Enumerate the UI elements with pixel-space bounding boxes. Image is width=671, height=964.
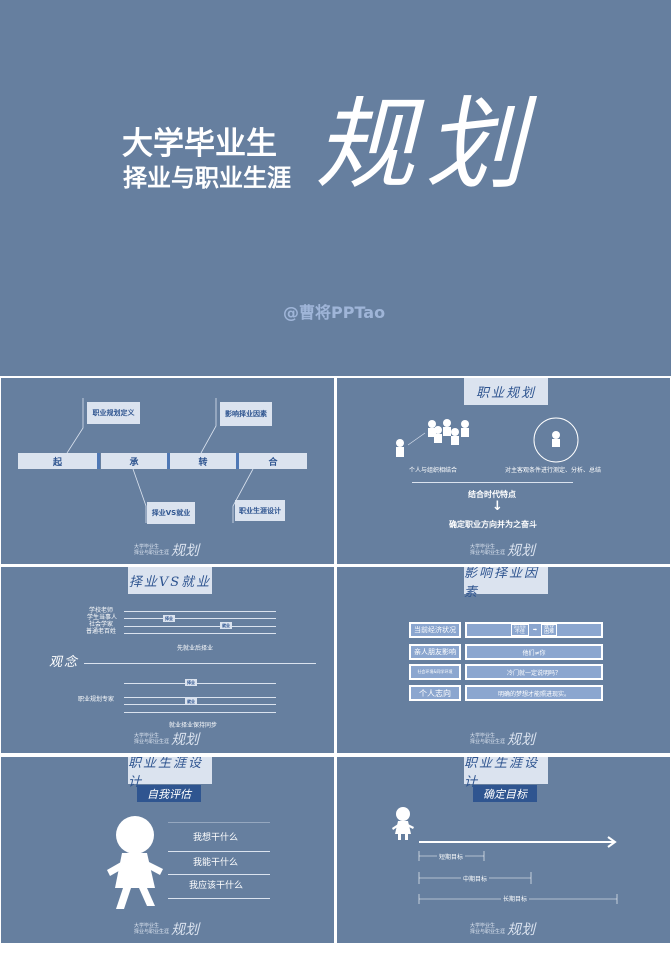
watermark: 大学毕业生择业与职业生涯规划 (134, 732, 200, 748)
person-label: 社会学家 (89, 621, 114, 628)
caption2: 就业择业保持同步 (169, 722, 218, 729)
watermark: 大学毕业生择业与职业生涯规划 (134, 543, 200, 559)
factor-society: 社会环境&同学环境 (409, 664, 461, 680)
cover-title-line2: 择业与职业生涯 (123, 164, 291, 192)
cover-slide[interactable]: 大学毕业生 择业与职业生涯 规划 @曹将PPTao (0, 0, 671, 376)
watermark: 大学毕业生择业与职业生涯规划 (134, 922, 200, 938)
slide-self-assessment[interactable]: 职业生涯设计 自我评估 我想干什么 我能干什么 我应该干什么 大学毕业生择业与职… (1, 757, 334, 943)
slide-career-planning[interactable]: 职业规划 个人与组织相结合 对主客观条件进行测定、分析、总结 结合时代特点 ↓ … (337, 378, 670, 564)
slide-title: 职业生涯设计 (464, 757, 548, 790)
cover-title-hand: 规划 (315, 86, 535, 203)
staff-line (124, 704, 276, 705)
mini-b: 就业困难 (541, 624, 558, 636)
expert-label: 职业规划专家 (78, 696, 115, 703)
slide-choose-vs-employ[interactable]: 择业VS就业 学校老师 学生当事人 社会学家 普通老百姓 择业 就业 先就业后择… (1, 567, 334, 753)
concept-label: 观念 (49, 655, 80, 670)
person-label: 学生当事人 (87, 614, 118, 621)
divider (168, 898, 270, 899)
callout-choose-vs-employ: 择业VS就业 (147, 502, 195, 524)
mini-a: 就业形势不佳 (510, 624, 529, 636)
goal-short: 短期目标 (437, 852, 466, 861)
question: 我能干什么 (193, 858, 239, 868)
question: 我想干什么 (193, 833, 239, 843)
runner-b: 就业 (220, 622, 232, 629)
callout-design: 职业生涯设计 (235, 500, 285, 521)
callout-definition: 职业规划定义 (87, 402, 140, 424)
watermark: 大学毕业生择业与职业生涯规划 (470, 543, 536, 559)
slide-title: 择业VS就业 (128, 567, 212, 594)
factor-ambition: 个人志向 (409, 685, 461, 701)
down-arrow-icon: ↓ (492, 499, 503, 514)
cover-title-line1: 大学毕业生 (122, 126, 277, 162)
staff-line (124, 626, 276, 627)
divider (168, 822, 270, 823)
factor-family: 亲人朋友影响 (409, 644, 461, 660)
slide-outline[interactable]: 起 承 转 合 职业规划定义 择业VS就业 影响择业因素 职业生涯设计 大学毕业… (1, 378, 334, 564)
segment-he: 合 (239, 453, 307, 469)
slide-set-goals[interactable]: 职业生涯设计 确定目标 短期目标 中期目标 长期目标 大学毕业生择业与职业生涯规… (337, 757, 670, 943)
divider (412, 482, 573, 483)
slide-title: 职业生涯设计 (128, 757, 212, 790)
right-caption: 对主客观条件进行测定、分析、总结 (505, 467, 602, 474)
staff-line (124, 712, 276, 713)
segment-qi: 起 (18, 453, 100, 469)
staff-line (124, 633, 276, 634)
runner-a: 择业 (163, 615, 175, 622)
factor-economy: 当前经济状况 (409, 622, 461, 638)
watermark: 大学毕业生择业与职业生涯规划 (470, 922, 536, 938)
staff-line (124, 697, 276, 698)
connector-lines (66, 398, 254, 523)
person-label: 普通老百姓 (86, 628, 117, 635)
caption1: 先就业后择业 (177, 645, 214, 652)
factor-economy-detail: 就业形势不佳 ➡ 就业困难 (465, 622, 603, 638)
cover-author: @曹将PPTao (283, 303, 386, 322)
divider (168, 851, 270, 852)
divider (168, 874, 270, 875)
factor-ambition-detail: 明确的梦想才能照进现实。 (465, 685, 603, 701)
runner-b: 就业 (185, 698, 197, 705)
goal-long: 长期目标 (501, 894, 530, 903)
person-icon (392, 807, 414, 840)
staff-line (124, 683, 276, 684)
left-caption: 个人与组织相结合 (409, 467, 458, 474)
arrow-right-icon: ➡ (532, 627, 538, 633)
callout-factors: 影响择业因素 (220, 402, 272, 426)
group-people-icon (396, 419, 469, 457)
person-icon (107, 816, 163, 909)
segment-cheng: 承 (101, 453, 170, 469)
slide-subtitle: 确定目标 (473, 785, 537, 802)
slide-title: 职业规划 (464, 378, 548, 405)
staff-line (124, 611, 276, 612)
line1: 结合时代特点 (468, 490, 516, 499)
individual-circle-icon (533, 417, 579, 463)
staff-line (124, 618, 276, 619)
runner-a: 择业 (185, 679, 197, 686)
concept-line (84, 663, 316, 664)
goal-mid: 中期目标 (461, 874, 490, 883)
line2: 确定职业方向并为之奋斗 (449, 520, 537, 529)
factor-society-detail: 冷门就一定说明吗？ (465, 664, 603, 680)
factor-family-detail: 他们≠你 (465, 644, 603, 660)
watermark: 大学毕业生择业与职业生涯规划 (470, 732, 536, 748)
person-label: 学校老师 (89, 607, 114, 614)
slide-factors[interactable]: 影响择业因素 当前经济状况 就业形势不佳 ➡ 就业困难 亲人朋友影响 他们≠你 … (337, 567, 670, 753)
question: 我应该干什么 (189, 881, 244, 891)
slide-subtitle: 自我评估 (137, 785, 201, 802)
segment-zhuan: 转 (170, 453, 239, 469)
slide-title: 影响择业因素 (464, 567, 548, 600)
